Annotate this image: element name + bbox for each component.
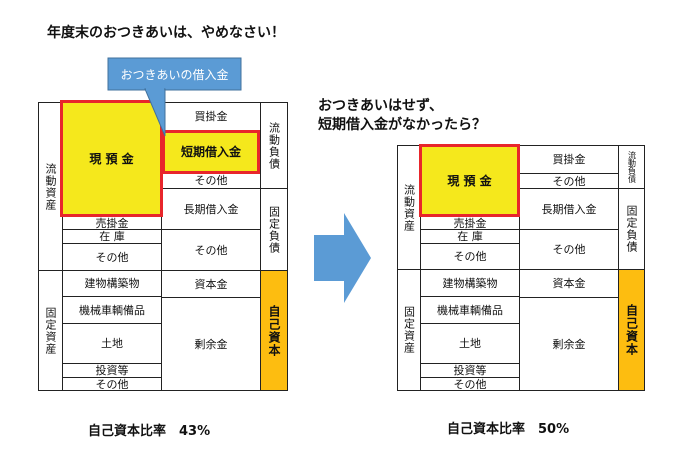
other-current-assets-cell: その他 — [62, 243, 162, 271]
right-title-line2: 短期借入金がなかったら？ — [318, 117, 486, 133]
machinery-cell: 機械車輌備品 — [420, 296, 520, 324]
receivables-cell: 売掛金 — [420, 216, 520, 230]
left-title: 年度末のおつきあいは、やめなさい！ — [47, 25, 285, 41]
left-equity-ratio: 自己資本比率 43% — [88, 424, 211, 439]
inventory-cell: 在 庫 — [62, 229, 162, 244]
machinery-cell: 機械車輌備品 — [62, 296, 162, 324]
capital-cell: 資本金 — [161, 270, 261, 298]
long-term-loans-cell: 長期借入金 — [519, 188, 619, 230]
cash-cell: 現 預 金 — [60, 100, 163, 217]
cash-cell: 現 預 金 — [419, 144, 520, 217]
other-current-liabilities-cell: その他 — [161, 173, 261, 189]
investments-cell: 投資等 — [62, 363, 162, 378]
buildings-cell: 建物構築物 — [420, 269, 520, 297]
fixed-liabilities-label: 固定負債 — [618, 188, 645, 270]
land-cell: 土地 — [62, 323, 162, 364]
callout-text: おつきあいの借入金 — [120, 67, 229, 82]
current-liabilities-label: 流動負債 — [618, 145, 645, 189]
other-current-assets-cell: その他 — [420, 243, 520, 270]
long-term-loans-cell: 長期借入金 — [161, 188, 261, 230]
other-fixed-assets-cell: その他 — [420, 377, 520, 391]
current-liabilities-label: 流動負債 — [260, 102, 288, 189]
receivables-cell: 売掛金 — [62, 216, 162, 230]
equity-label: 自己資本 — [618, 269, 645, 391]
right-equity-ratio: 自己資本比率 50% — [447, 422, 570, 437]
other-fixed-liabilities-cell: その他 — [519, 229, 619, 270]
other-current-liabilities-cell: その他 — [519, 173, 619, 189]
buildings-cell: 建物構築物 — [62, 270, 162, 297]
inventory-cell: 在 庫 — [420, 229, 520, 244]
other-fixed-assets-cell: その他 — [62, 377, 162, 391]
fixed-liabilities-label: 固定負債 — [260, 188, 288, 271]
callout-pointer — [107, 57, 242, 137]
investments-cell: 投資等 — [420, 363, 520, 378]
fixed-assets-label: 固定資産 — [397, 269, 421, 391]
capital-cell: 資本金 — [519, 269, 619, 298]
short-term-loans-cell: 短期借入金 — [162, 130, 260, 174]
surplus-cell: 剰余金 — [519, 297, 619, 391]
surplus-cell: 剰余金 — [161, 297, 261, 391]
fixed-assets-label: 固定資産 — [38, 270, 63, 391]
payables-cell: 買掛金 — [519, 145, 619, 174]
land-cell: 土地 — [420, 323, 520, 364]
current-assets-label: 流動資産 — [397, 145, 421, 270]
right-title-line1: おつきあいはせず、 — [318, 98, 444, 114]
other-fixed-liabilities-cell: その他 — [161, 229, 261, 271]
equity-label: 自己資本 — [260, 270, 288, 391]
right-arrow-icon — [314, 213, 371, 303]
